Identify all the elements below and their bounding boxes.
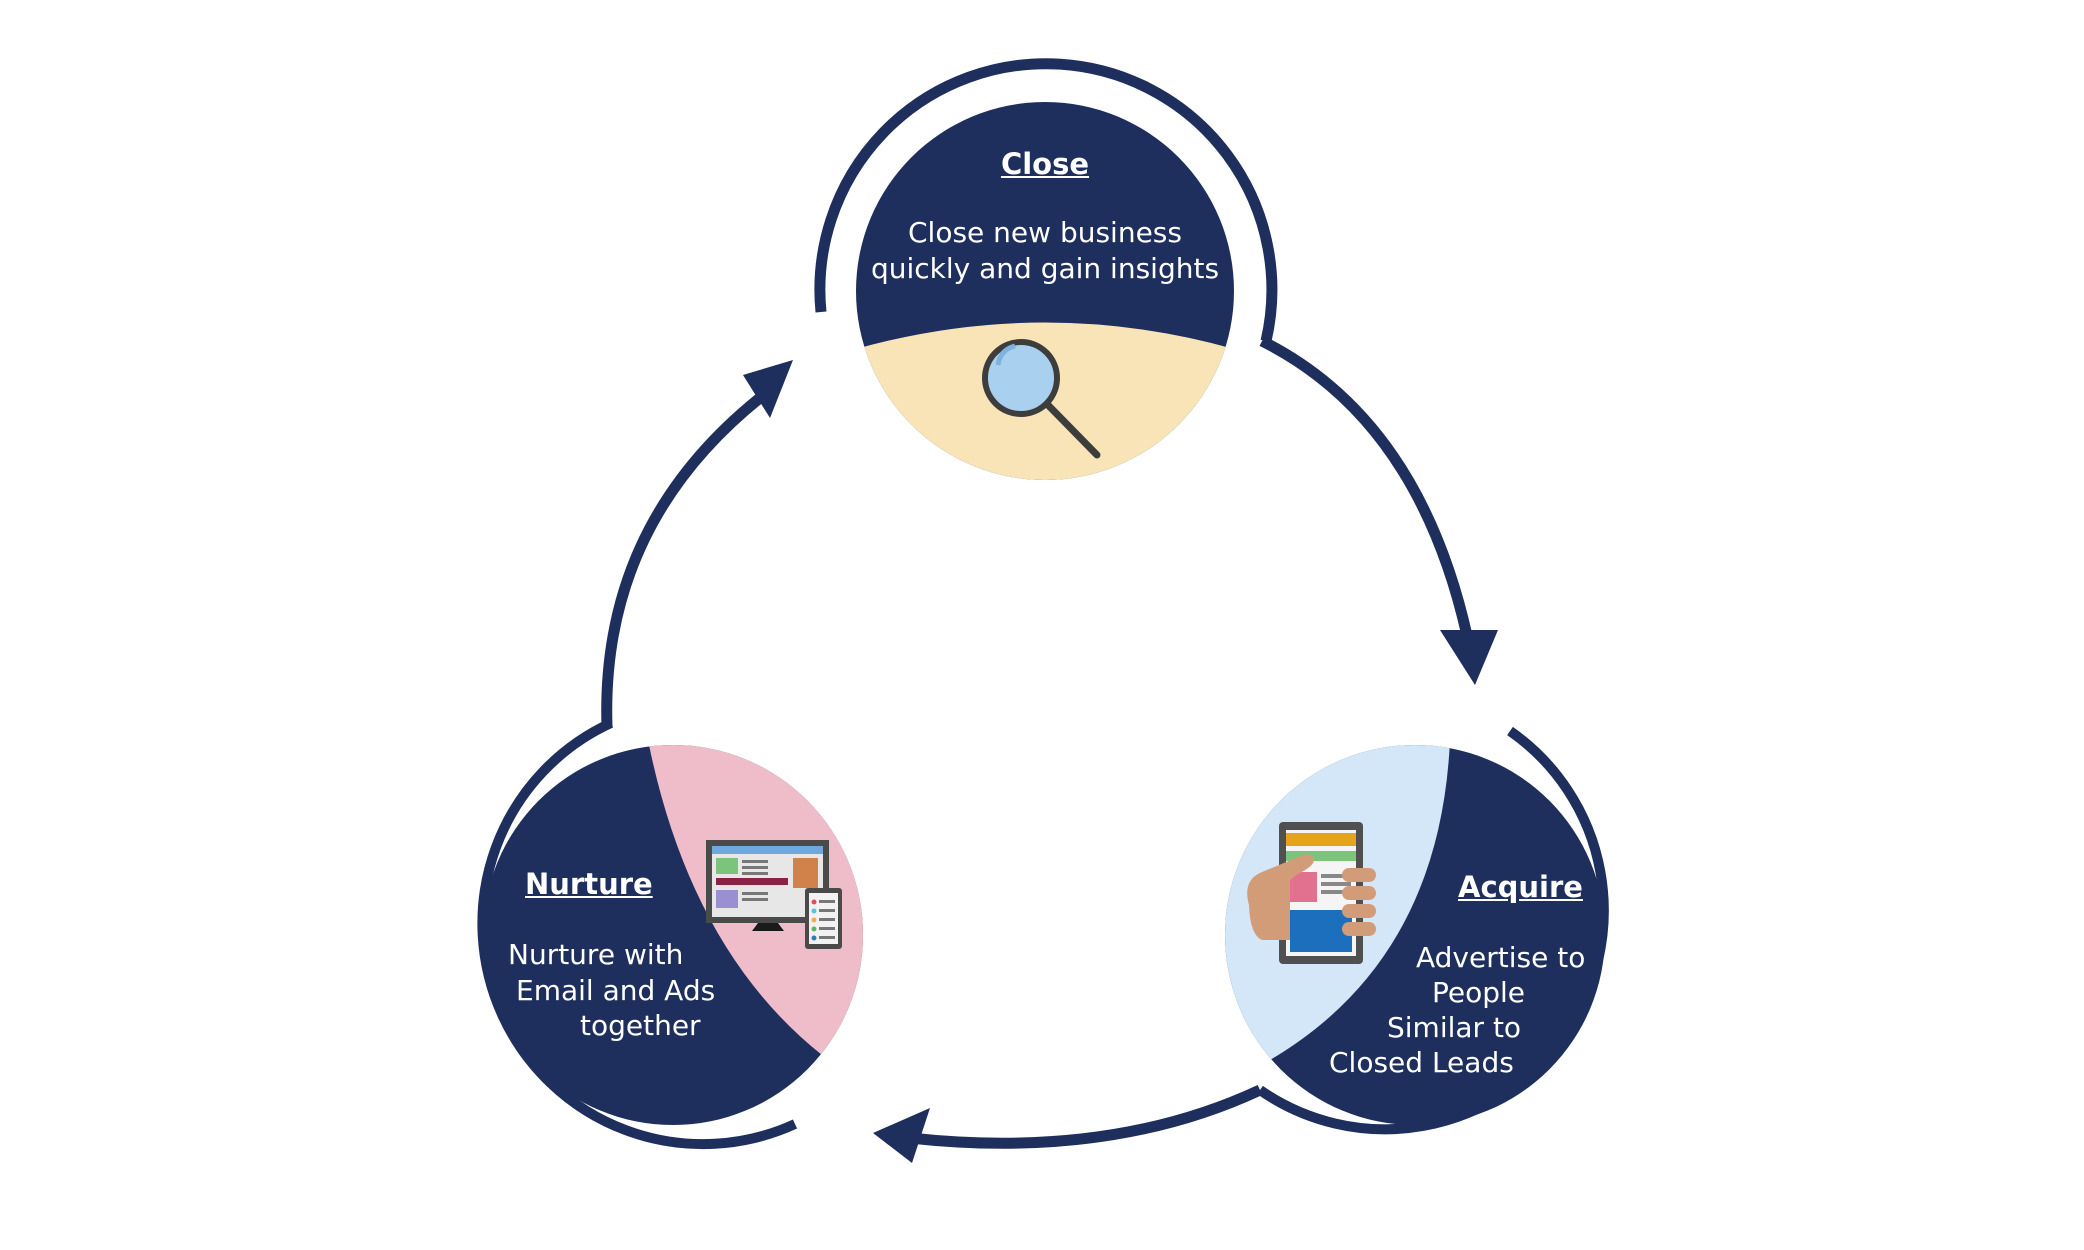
- arrowhead-to-nurture: [873, 1108, 930, 1163]
- hand-holding-tablet-icon: [1247, 822, 1376, 964]
- nurture-title: Nurture: [525, 867, 653, 901]
- acquire-description-line-1: Advertise to: [1416, 941, 1586, 974]
- acquire-description-line-4: Closed Leads: [1329, 1046, 1514, 1079]
- arrow-acquire-to-nurture: [909, 1085, 1263, 1149]
- nurture-description-line-3: together: [580, 1009, 701, 1042]
- nurture-node: [477, 718, 863, 1150]
- magnifying-glass-icon: [982, 339, 1101, 459]
- acquire-title: Acquire: [1458, 870, 1583, 904]
- close-outer-ring: [814, 58, 1278, 343]
- arrow-nurture-to-close: [601, 385, 774, 728]
- arrow-close-to-acquire: [1259, 336, 1474, 642]
- close-description-line-2: quickly and gain insights: [870, 252, 1220, 285]
- acquire-description-line-3: Similar to: [1387, 1011, 1522, 1044]
- acquire-description-line-2: People: [1432, 976, 1526, 1009]
- desktop-and-mobile-icon: [706, 840, 842, 949]
- nurture-description-line-2: Email and Ads: [516, 974, 716, 1007]
- arrowhead-to-close: [743, 360, 793, 418]
- arrowhead-to-acquire: [1440, 630, 1498, 685]
- close-description-line-1: Close new business: [908, 216, 1182, 249]
- close-title: Close: [1000, 147, 1090, 181]
- nurture-description-line-1: Nurture with: [508, 938, 684, 971]
